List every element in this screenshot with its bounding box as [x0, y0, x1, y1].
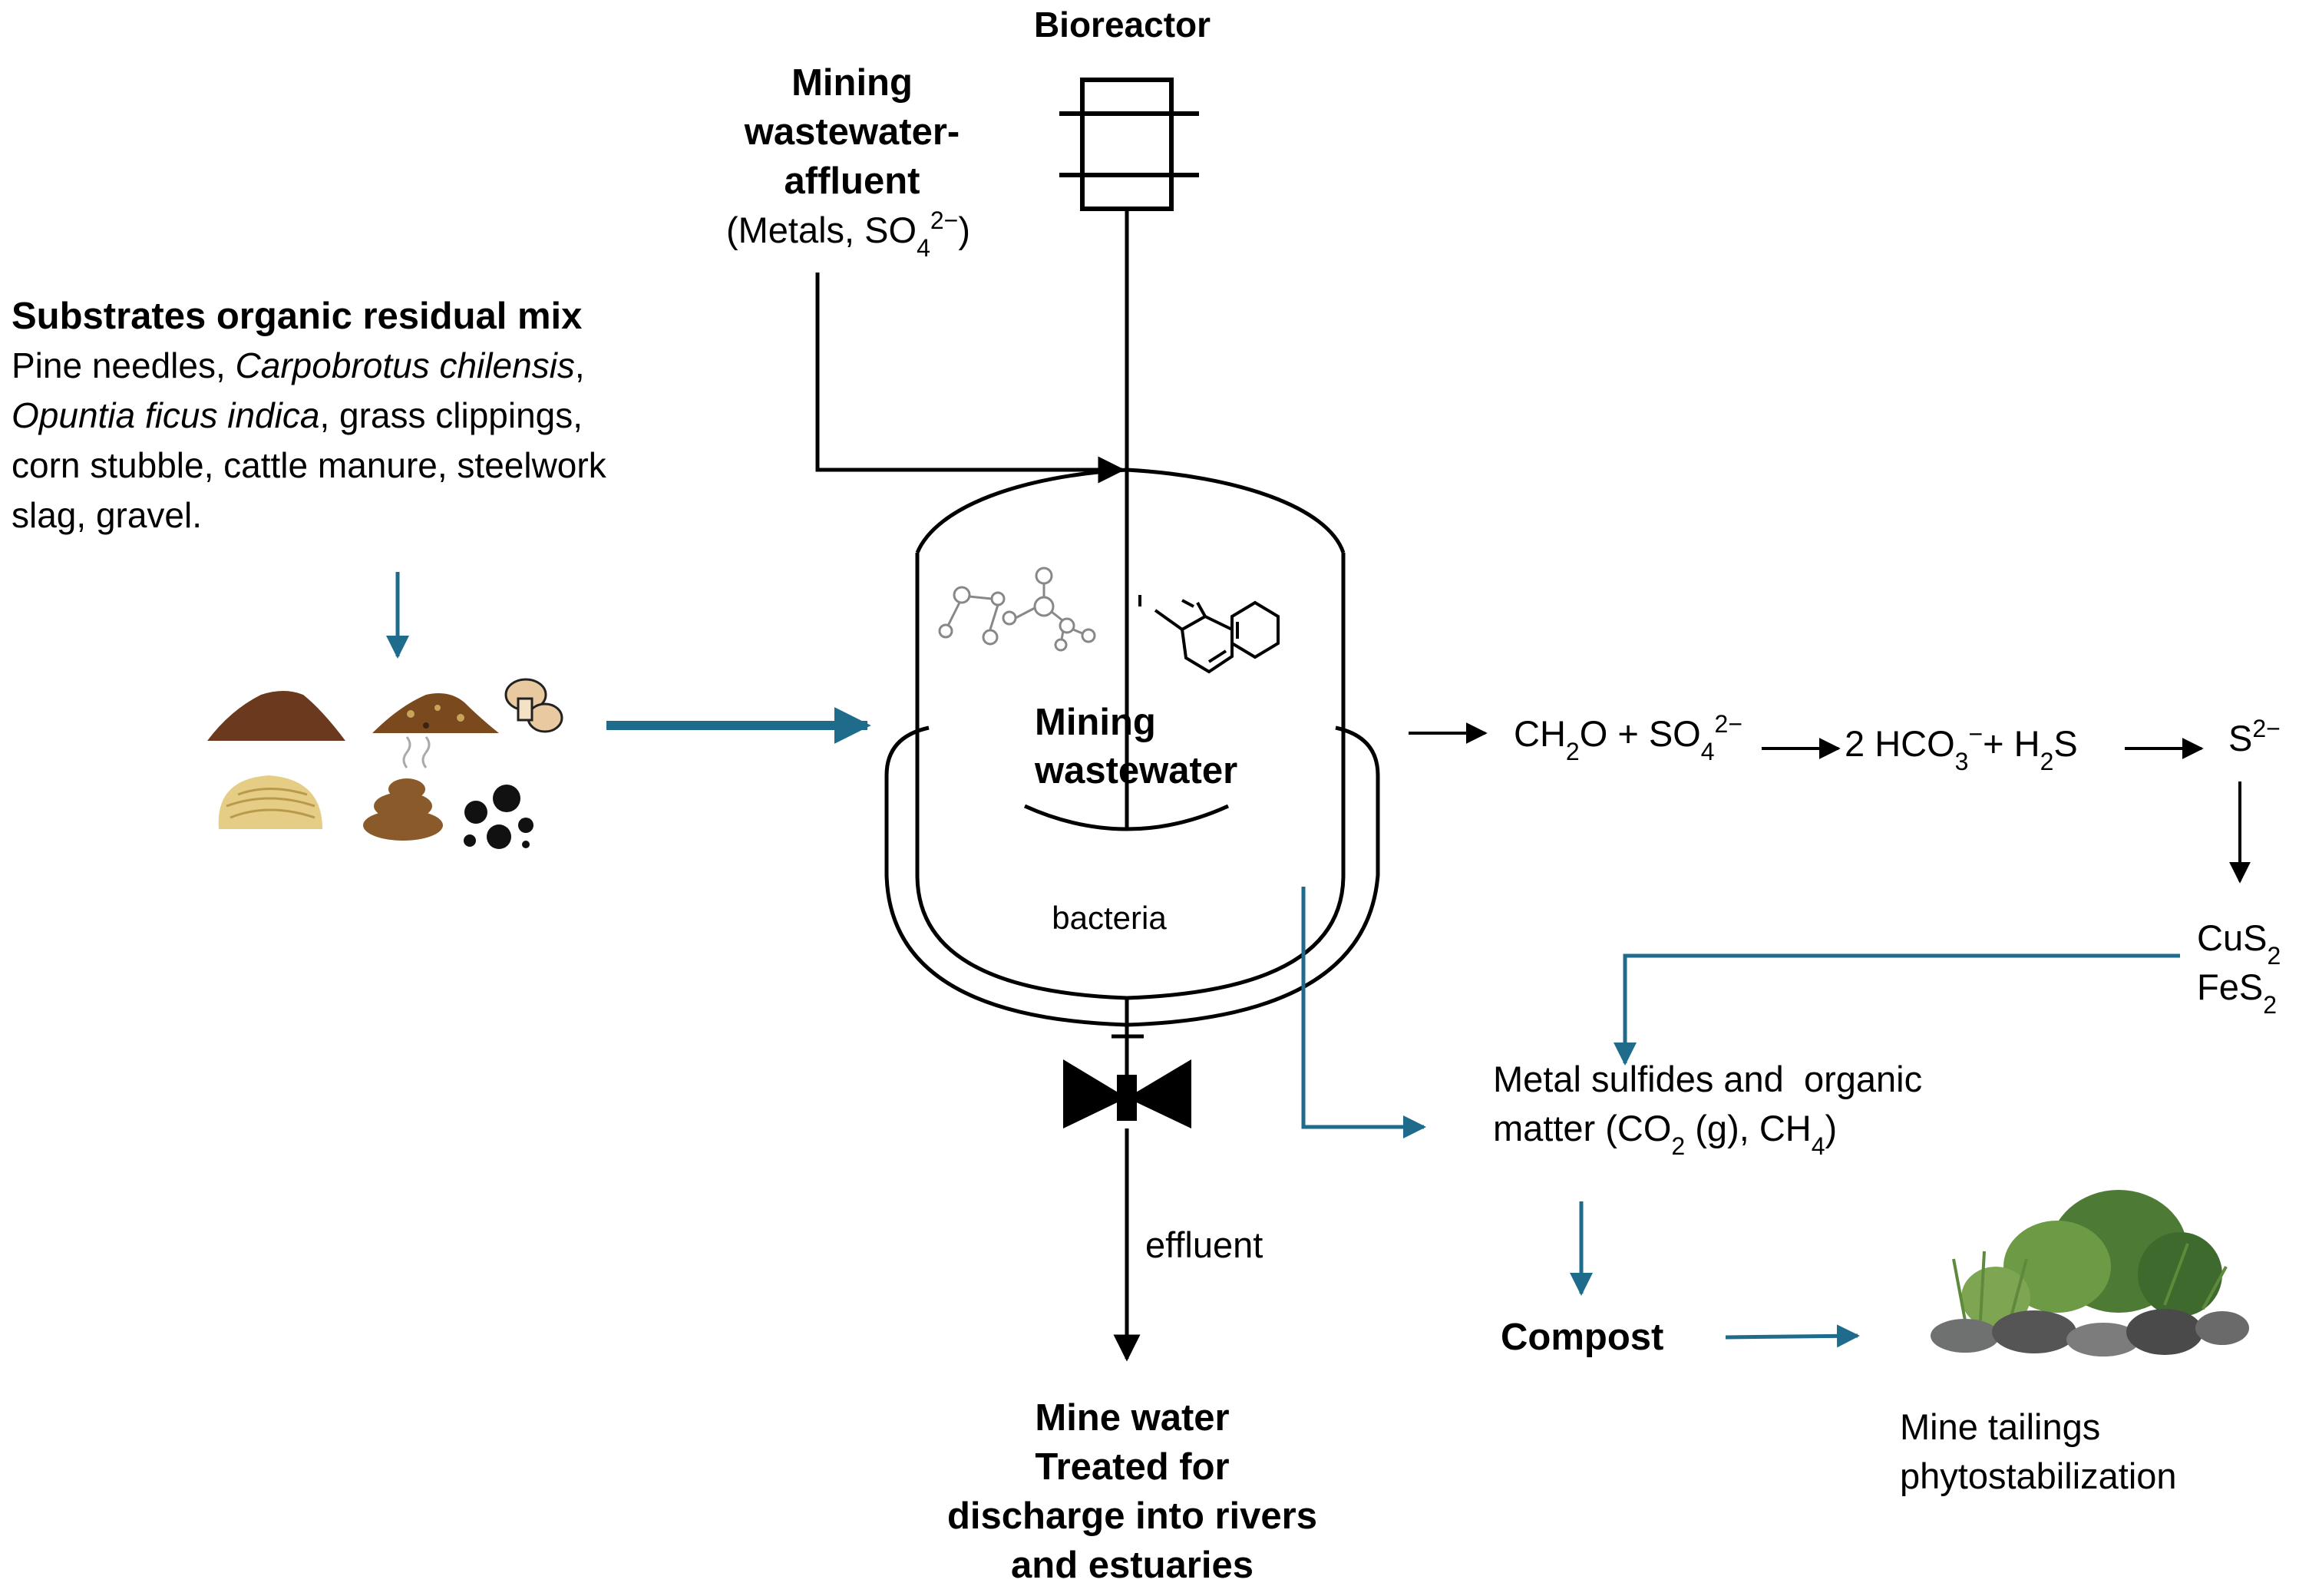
mineral-fes2: FeS2 — [2197, 967, 2277, 1019]
benzene-molecule-icon — [1138, 595, 1280, 674]
minerals-to-products-arrow — [1614, 953, 2180, 1066]
reaction-equation: CH2O + SO42− — [1514, 710, 1742, 765]
inlet-heading-line-1: Mining — [791, 62, 913, 104]
inlet-arrow — [815, 273, 1125, 484]
reactor-vessel — [884, 78, 1380, 1075]
inlet-heading-line-2: wastewater- — [744, 111, 960, 153]
effluent-label: effluent — [1145, 1224, 1263, 1265]
compost-pile-icon — [372, 692, 499, 768]
reactor-content-line-1: Mining — [1035, 702, 1156, 743]
products-line-1: Metal sulfides and organic — [1493, 1059, 1922, 1099]
substrate-text: corn stubble, cattle manure, steelwork — [12, 445, 607, 485]
sulfide-ion: S2− — [2228, 715, 2281, 758]
tailings-line-1: Mine tailings — [1900, 1406, 2100, 1447]
substrate-text: , grass clippings, — [319, 395, 583, 435]
bacteria-label: bacteria — [1052, 900, 1167, 936]
substrates-line: slag, gravel. — [12, 495, 202, 535]
mushroom-icon — [504, 678, 563, 733]
reactor-content-line-2: wastewater — [1034, 750, 1237, 791]
substrate-text: slag, gravel. — [12, 495, 202, 535]
discharge-line-4: and estuaries — [1011, 1545, 1254, 1586]
substrates-heading: Substrates organic residual mix — [12, 296, 582, 337]
soil-pile-icon — [207, 691, 345, 741]
tailings-line-2: phytostabilization — [1900, 1456, 2177, 1496]
substrates-line: Pine needles, Carpobrotus chilensis, — [12, 345, 585, 385]
molecule-icon — [938, 567, 1096, 652]
substrates-label: Substrates organic residual mix Pine nee… — [12, 296, 607, 535]
compost-label: Compost — [1501, 1317, 1663, 1358]
inlet-label: Mining wastewater- affluent (Metals, SO4… — [726, 62, 970, 262]
substrate-text: Pine needles, — [12, 345, 236, 385]
species-name: Opuntia ficus indica — [12, 395, 319, 435]
valve-icon[interactable] — [1063, 1059, 1191, 1128]
inlet-heading-line-3: affluent — [785, 160, 920, 202]
products-line-2: matter (CO2 (g), CH4) — [1493, 1108, 1837, 1160]
slag-gravel-icon — [464, 785, 533, 849]
manure-icon — [363, 778, 443, 841]
discharge-line-3: discharge into rivers — [947, 1495, 1317, 1537]
discharge-line-2: Treated for — [1035, 1446, 1229, 1488]
straw-bale-icon — [218, 775, 322, 829]
species-name: Carpobrotus chilensis — [236, 345, 575, 385]
reactor-to-products-arrow — [1301, 887, 1426, 1138]
mineral-cus2: CuS2 — [2197, 917, 2281, 970]
inlet-detail: (Metals, SO42−) — [726, 207, 970, 262]
discharge-line-1: Mine water — [1035, 1397, 1229, 1439]
substrates-line: corn stubble, cattle manure, steelwork — [12, 445, 607, 485]
substrate-text: , — [575, 345, 585, 385]
compost-to-tailings-arrow — [1725, 1324, 1860, 1348]
reaction-products: 2 HCO3−+ H2S — [1845, 720, 2078, 775]
substrates-line: Opuntia ficus indica, grass clippings, — [12, 395, 583, 435]
plants-rocks-icon — [1931, 1190, 2249, 1356]
bioreactor-title: Bioreactor — [1034, 5, 1211, 45]
